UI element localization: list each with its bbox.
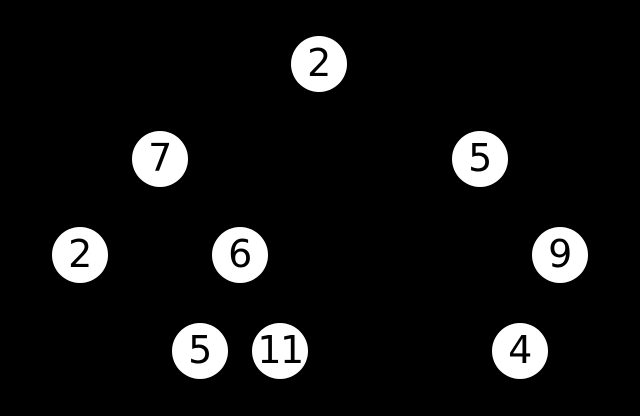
graph-node-label: 5: [188, 328, 212, 372]
graph-node[interactable]: 2: [291, 36, 347, 92]
graph-node[interactable]: 6: [212, 227, 268, 283]
graph-node-label: 4: [508, 328, 532, 372]
graph-node[interactable]: 2: [52, 227, 108, 283]
graph-edge: [318, 63, 481, 160]
graph-edge: [159, 63, 320, 160]
graph-node-label: 11: [257, 328, 304, 372]
graph-node-label: 7: [148, 136, 172, 180]
graph-node[interactable]: 4: [492, 323, 548, 379]
graph-node[interactable]: 5: [172, 323, 228, 379]
graph-node[interactable]: 7: [132, 131, 188, 187]
graph-node-label: 9: [548, 232, 572, 276]
graph-node[interactable]: 11: [252, 323, 308, 379]
graph-node[interactable]: 9: [532, 227, 588, 283]
graph-node-label: 2: [68, 232, 92, 276]
graph-node-label: 6: [228, 232, 252, 276]
graph-node-label: 5: [468, 136, 492, 180]
graph-node-label: 2: [307, 41, 331, 85]
graph-node[interactable]: 5: [452, 131, 508, 187]
